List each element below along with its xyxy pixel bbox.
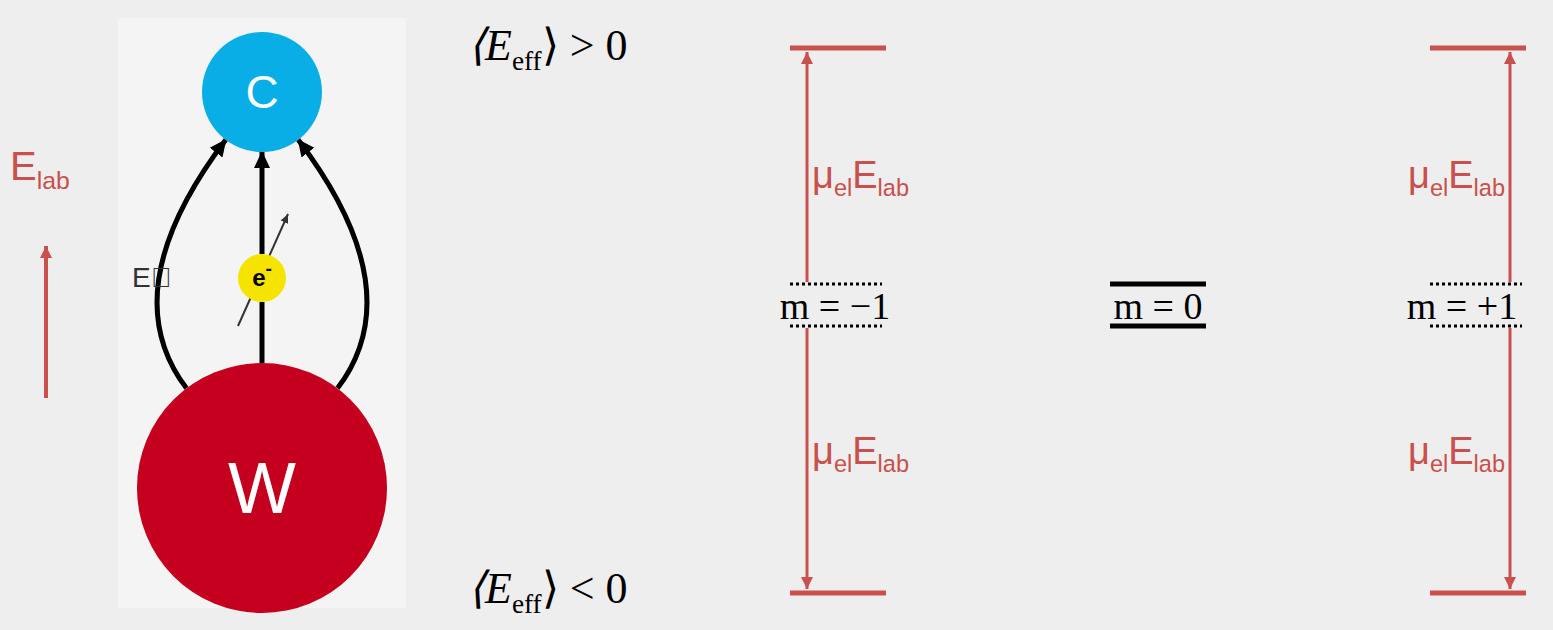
carbon-atom: C xyxy=(202,32,322,152)
subscript: el xyxy=(1430,453,1448,477)
symbol: μ xyxy=(1408,156,1430,194)
symbol: ⟨E xyxy=(468,567,512,611)
shifted-level xyxy=(790,46,886,51)
subscript: el xyxy=(1430,177,1448,201)
lab-field-label: Elab xyxy=(10,146,70,186)
symbol: ⟨E xyxy=(468,24,512,68)
level-label: m = +1 xyxy=(1407,287,1517,325)
symbol: μ xyxy=(812,156,834,194)
stark-shift-label: μelElab xyxy=(1408,156,1505,194)
level-dotted xyxy=(1430,283,1522,286)
electron: e- xyxy=(238,254,286,302)
subscript: eff xyxy=(512,48,542,75)
field-label: E⃗ xyxy=(132,264,172,292)
field-line xyxy=(260,302,265,363)
subscript: el xyxy=(834,177,852,201)
symbol: ⟩ < 0 xyxy=(542,567,628,611)
symbol: ⟩ > 0 xyxy=(542,24,628,68)
symbol: E xyxy=(1448,156,1473,194)
energy-sign-label: ⟨Eeff⟩ < 0 xyxy=(468,567,628,611)
symbol: μ xyxy=(1408,432,1430,470)
shifted-level xyxy=(1430,591,1526,596)
symbol: E⃗ xyxy=(132,264,172,292)
shift-arrow xyxy=(806,328,809,589)
level-label: m = −1 xyxy=(780,287,890,325)
tungsten-atom: W xyxy=(137,363,387,613)
lab-field-arrow xyxy=(44,246,48,398)
symbol: E xyxy=(10,146,37,186)
charge-sign: - xyxy=(265,259,271,278)
symbol: E xyxy=(1448,432,1473,470)
shift-arrow xyxy=(806,52,809,282)
field-line xyxy=(260,152,265,254)
shift-arrow xyxy=(1509,328,1512,589)
energy-sign-label: ⟨Eeff⟩ > 0 xyxy=(468,24,628,68)
level-solid xyxy=(1110,282,1206,287)
symbol: m = 0 xyxy=(1114,287,1203,325)
subscript: lab xyxy=(1474,453,1505,477)
level-dotted xyxy=(790,283,882,286)
shifted-level xyxy=(1430,46,1526,51)
stark-shift-label: μelElab xyxy=(812,432,909,470)
level-label: m = 0 xyxy=(1114,287,1203,325)
atom-symbol: e xyxy=(252,266,265,290)
subscript: eff xyxy=(512,591,542,618)
subscript: lab xyxy=(1474,177,1505,201)
stark-shift-label: μelElab xyxy=(1408,432,1505,470)
stark-shift-label: μelElab xyxy=(812,156,909,194)
shifted-level xyxy=(790,591,886,596)
symbol: m = −1 xyxy=(780,287,890,325)
symbol: E xyxy=(852,432,877,470)
subscript: lab xyxy=(37,169,70,194)
subscript: lab xyxy=(878,453,909,477)
symbol: E xyxy=(852,156,877,194)
subscript: el xyxy=(834,453,852,477)
field-line xyxy=(298,140,367,389)
atom-symbol: W xyxy=(228,452,296,524)
shift-arrow xyxy=(1509,52,1512,282)
symbol: μ xyxy=(812,432,834,470)
atom-symbol: C xyxy=(245,69,278,115)
symbol: m = +1 xyxy=(1407,287,1517,325)
subscript: lab xyxy=(878,177,909,201)
